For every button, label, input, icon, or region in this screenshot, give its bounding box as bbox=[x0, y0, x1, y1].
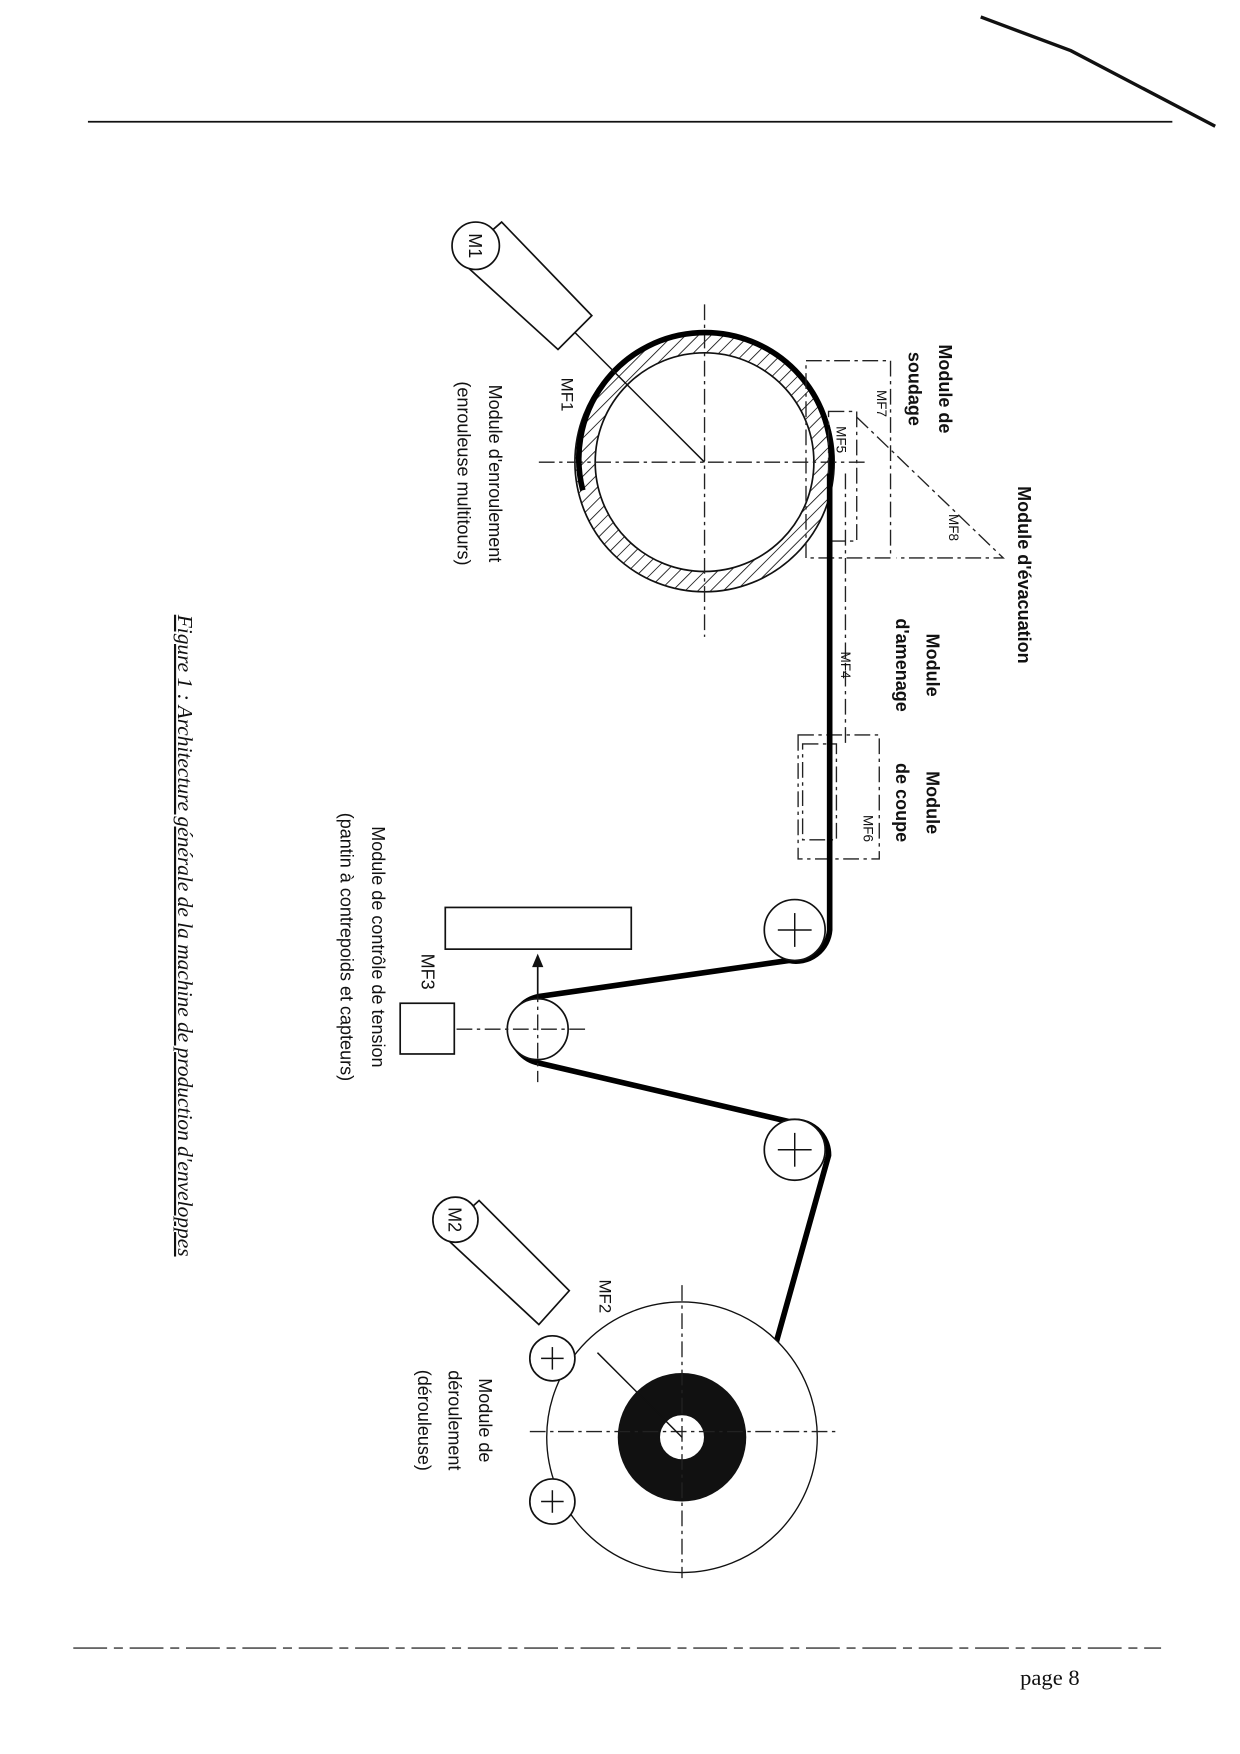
label-labels-tension_2: (pantin à contrepoids et capteurs) bbox=[336, 813, 356, 1081]
label-labels-deroulement_3: (dérouleuse) bbox=[414, 1370, 434, 1471]
label-functions-mf6: MF6 bbox=[860, 815, 875, 842]
label-labels-amenage_1: Module bbox=[923, 634, 943, 697]
unwinding-spool bbox=[529, 1285, 840, 1579]
label-evacuation: Module d'évacuation bbox=[1014, 486, 1034, 663]
label-functions-mf4: MF4 bbox=[838, 652, 853, 680]
label-functions-mf5: MF5 bbox=[833, 426, 848, 453]
tension-roller bbox=[456, 958, 587, 1083]
label-functions-mf1: MF1 bbox=[557, 378, 576, 412]
label-functions-mf7: MF7 bbox=[874, 390, 889, 417]
label-labels-soudage_1: Module de bbox=[935, 344, 955, 433]
label-motors-m2: M2 bbox=[445, 1207, 465, 1232]
scan-mark bbox=[980, 15, 1216, 128]
label-labels-coupe_2: de coupe bbox=[892, 763, 912, 842]
winding-drum bbox=[538, 304, 868, 637]
motor-m1: M1 MF1 bbox=[451, 220, 706, 463]
roller-3 bbox=[763, 1118, 827, 1182]
figure-caption: Figure 1 : Architecture générale de la m… bbox=[173, 614, 197, 1257]
label-labels-enroulement_1: Module d'enroulement bbox=[485, 385, 505, 563]
label-motors-m1: M1 bbox=[465, 233, 485, 258]
counterweight-bar bbox=[444, 906, 633, 950]
roller-1 bbox=[763, 898, 827, 962]
evacuation-triangle bbox=[856, 416, 1005, 559]
soudage-box bbox=[805, 360, 892, 559]
spool-roller-2 bbox=[528, 1478, 576, 1525]
label-labels-tension_1: Module de contrôle de tension bbox=[368, 826, 388, 1067]
label-labels-soudage_2: soudage bbox=[905, 352, 925, 426]
label-functions-mf3: MF3 bbox=[418, 954, 438, 990]
label-labels-deroulement_1: Module de bbox=[475, 1378, 495, 1462]
mf3-sensor-box bbox=[399, 1002, 456, 1055]
label-labels-enroulement_2: (enrouleuse multitours) bbox=[454, 381, 474, 565]
coupe-box bbox=[797, 734, 880, 860]
motor-m2: M2 MF2 bbox=[432, 1196, 615, 1326]
page-number: page 8 bbox=[1020, 1665, 1079, 1690]
label-labels-amenage_2: d'amenage bbox=[892, 618, 912, 711]
label-functions-mf2: MF2 bbox=[596, 1279, 615, 1313]
mf5-box bbox=[827, 410, 858, 542]
coupe-inner-box bbox=[801, 743, 838, 841]
label-labels-deroulement_2: déroulement bbox=[445, 1370, 465, 1470]
label-labels-coupe_1: Module bbox=[923, 771, 943, 834]
spool-roller-1 bbox=[528, 1334, 576, 1382]
label-functions-mf8: MF8 bbox=[946, 514, 961, 541]
